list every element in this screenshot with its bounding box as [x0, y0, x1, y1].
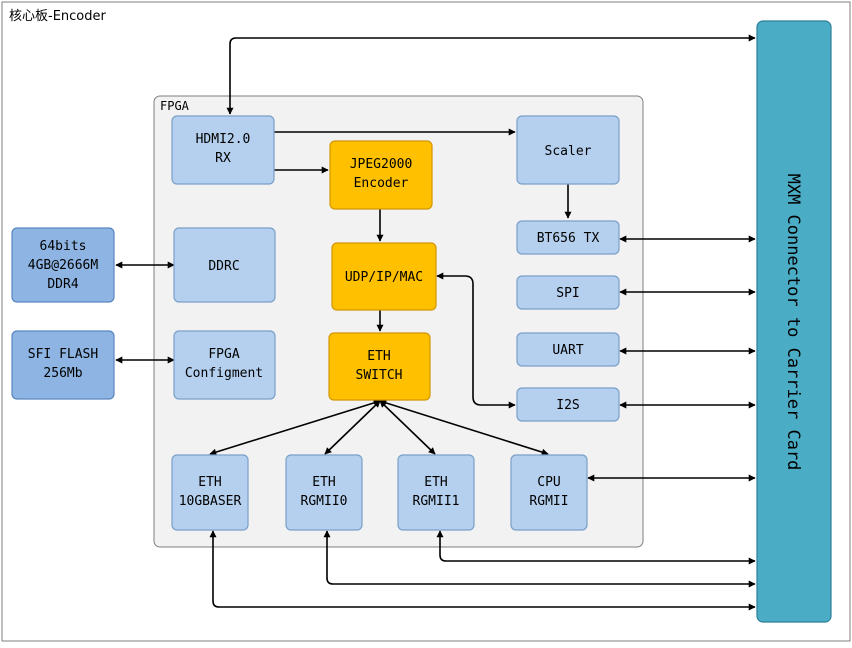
connection-lines [115, 34, 756, 611]
ddr4-line-2: 4GB@2666M [28, 258, 99, 273]
cpu-rgmii-line-2: RGMII [529, 494, 568, 509]
wire-switch-rgmii0 [324, 400, 381, 455]
mxm-connector [756, 20, 832, 623]
wire-switch-cpu [379, 399, 549, 456]
wire-hdmi-connector [226, 34, 756, 115]
eth-switch-line-2: SWITCH [356, 368, 403, 383]
hdmi-rx-line-2: RX [215, 151, 231, 166]
block-sfi-flash: SFI FLASH 256Mb [11, 330, 115, 400]
block-eth-10gbaser: ETH 10GBASER [171, 454, 249, 531]
eth-10g-line-1: ETH [198, 475, 221, 490]
block-fpga-configment: FPGA Configment [173, 330, 276, 400]
wire-10g-connector [209, 530, 756, 611]
eth-switch-line-1: ETH [367, 349, 390, 364]
jpeg-line-1: JPEG2000 [350, 157, 413, 172]
eth-rgmii1-line-2: RGMII1 [413, 494, 460, 509]
hdmi-rx-line-1: HDMI2.0 [196, 132, 251, 147]
fpga-cfg-line-2: Configment [185, 366, 263, 381]
eth-rgmii0-line-2: RGMII0 [301, 494, 348, 509]
block-eth-switch: ETH SWITCH [328, 332, 431, 401]
udp-label: UDP/IP/MAC [345, 270, 423, 285]
bt656-label: BT656 TX [537, 231, 600, 246]
spi-label: SPI [556, 286, 579, 301]
block-udp-ip-mac: UDP/IP/MAC [331, 242, 437, 311]
block-jpeg2000-encoder: JPEG2000 Encoder [329, 140, 433, 210]
sfi-flash-line-2: 256Mb [43, 366, 82, 381]
fpga-label: FPGA [160, 99, 190, 113]
block-i2s: I2S [516, 387, 620, 422]
board-title: 核心板-Encoder [9, 9, 106, 24]
block-eth-rgmii0: ETH RGMII0 [285, 454, 363, 531]
block-bt656-tx: BT656 TX [516, 220, 620, 255]
ddrc-label: DDRC [208, 259, 239, 274]
block-spi: SPI [516, 275, 620, 310]
eth-10g-line-2: 10GBASER [179, 494, 242, 509]
block-ddr4-memory: 64bits 4GB@2666M DDR4 [11, 227, 115, 303]
block-uart: UART [516, 332, 620, 367]
eth-rgmii1-line-1: ETH [424, 475, 447, 490]
functional-blocks: HDMI2.0 RX JPEG2000 Encoder Scaler DDRC … [11, 115, 620, 531]
mxm-connector-label: MXM Connector to Carrier Card [783, 174, 803, 471]
uart-label: UART [552, 343, 583, 358]
eth-rgmii0-line-1: ETH [312, 475, 335, 490]
scaler-label: Scaler [545, 144, 592, 159]
i2s-label: I2S [556, 398, 579, 413]
block-hdmi-rx: HDMI2.0 RX [171, 115, 275, 185]
cpu-rgmii-line-1: CPU [537, 475, 560, 490]
sfi-flash-line-1: SFI FLASH [28, 347, 98, 362]
block-ddrc: DDRC [173, 227, 276, 303]
fpga-cfg-line-1: FPGA [208, 347, 239, 362]
ddr4-line-1: 64bits [40, 239, 87, 254]
block-eth-rgmii1: ETH RGMII1 [397, 454, 475, 531]
block-cpu-rgmii: CPU RGMII [510, 454, 588, 531]
jpeg-line-2: Encoder [354, 176, 409, 191]
block-scaler: Scaler [516, 115, 620, 185]
ddr4-line-3: DDR4 [47, 277, 78, 292]
